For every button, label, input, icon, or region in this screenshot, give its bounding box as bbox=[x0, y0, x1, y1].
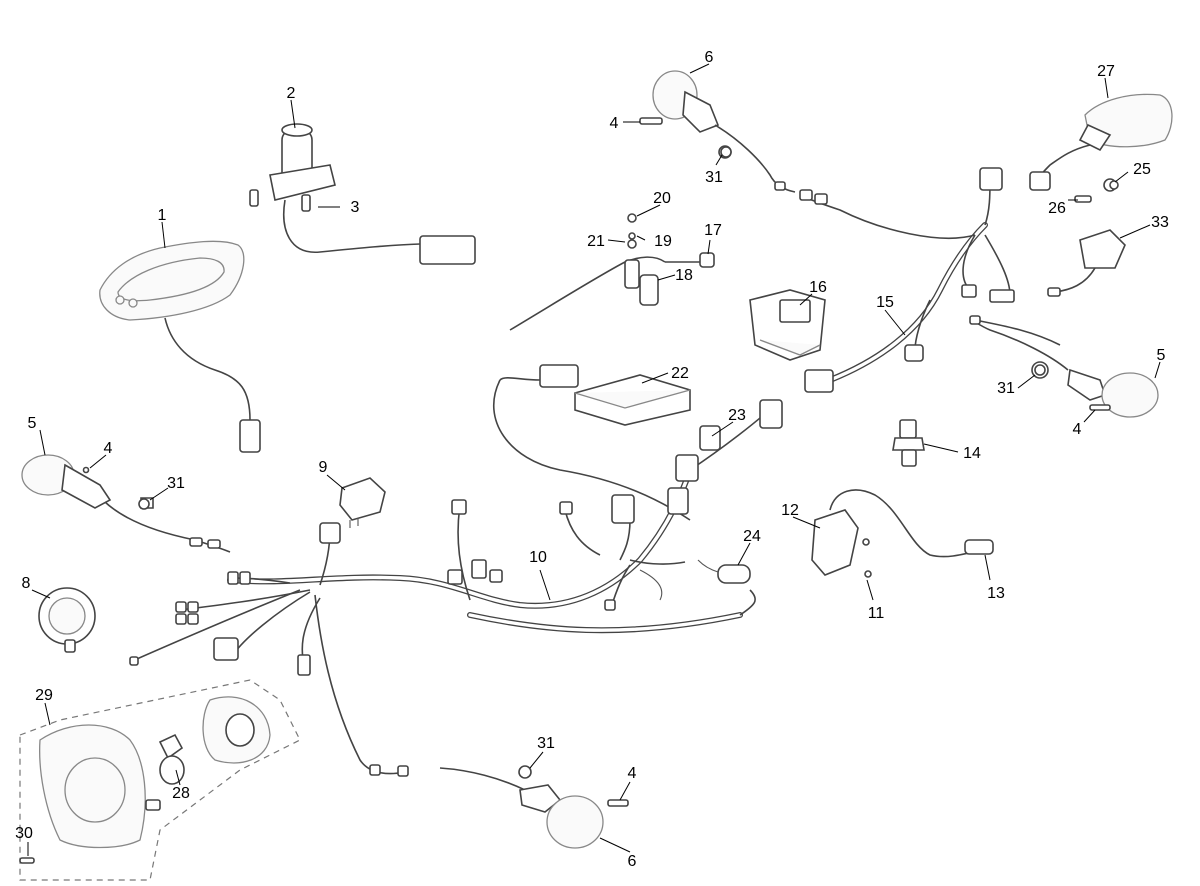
callout-22: 22 bbox=[671, 365, 689, 382]
callout-29: 29 bbox=[35, 687, 53, 704]
callout-31-right: 31 bbox=[997, 380, 1015, 397]
headlight-assembly bbox=[19, 679, 301, 881]
rear-wiring-harness bbox=[799, 167, 1061, 393]
callout-4-lower: 4 bbox=[628, 765, 637, 782]
ignition-coil bbox=[811, 489, 994, 578]
callout-19: 19 bbox=[654, 233, 672, 250]
callout-20: 20 bbox=[653, 190, 671, 207]
harness-connectors bbox=[129, 399, 783, 777]
callout-6-upper: 6 bbox=[705, 49, 714, 66]
ecu-module bbox=[539, 364, 691, 426]
callout-1: 1 bbox=[158, 207, 167, 224]
turn-indicator-front-left bbox=[21, 454, 231, 553]
callout-18: 18 bbox=[675, 267, 693, 284]
callout-30: 30 bbox=[15, 825, 33, 842]
callout-12: 12 bbox=[781, 502, 799, 519]
leader-lines bbox=[27, 63, 1161, 856]
instrument-cluster bbox=[99, 240, 261, 453]
ignition-switch bbox=[249, 123, 476, 265]
callout-31-left: 31 bbox=[167, 475, 185, 492]
callout-16: 16 bbox=[809, 279, 827, 296]
relay bbox=[339, 477, 386, 528]
callout-31-upper: 31 bbox=[705, 169, 723, 186]
oil-pressure-switch bbox=[892, 419, 925, 467]
callout-2: 2 bbox=[287, 85, 296, 102]
callout-24: 24 bbox=[743, 528, 761, 545]
tail-light bbox=[1029, 93, 1173, 203]
callout-4-right: 4 bbox=[1073, 421, 1082, 438]
callout-25: 25 bbox=[1133, 161, 1151, 178]
callout-10: 10 bbox=[529, 549, 547, 566]
turn-indicator-upper bbox=[639, 70, 796, 193]
callout-17: 17 bbox=[704, 222, 722, 239]
misc-fasteners bbox=[138, 146, 1119, 510]
callout-14: 14 bbox=[963, 445, 981, 462]
turn-indicator-rear-right bbox=[969, 315, 1159, 418]
callout-13: 13 bbox=[987, 585, 1005, 602]
callout-27: 27 bbox=[1097, 63, 1115, 80]
callout-33: 33 bbox=[1151, 214, 1169, 231]
callout-5-right: 5 bbox=[1157, 347, 1166, 364]
callout-11: 11 bbox=[868, 605, 885, 622]
control-unit-bracket bbox=[749, 289, 826, 361]
callout-9: 9 bbox=[319, 459, 328, 476]
callout-15: 15 bbox=[876, 294, 894, 311]
callout-labels: 1 2 3 4 6 31 27 25 26 33 5 31 4 5 4 31 8… bbox=[15, 49, 1169, 870]
turn-indicator-lower bbox=[439, 765, 629, 849]
callout-3: 3 bbox=[351, 199, 360, 216]
callout-8: 8 bbox=[22, 575, 31, 592]
callout-5-left: 5 bbox=[28, 415, 37, 432]
callout-4-left: 4 bbox=[104, 440, 113, 457]
horn bbox=[38, 587, 96, 653]
callout-28: 28 bbox=[172, 785, 190, 802]
callout-31-lower: 31 bbox=[537, 735, 555, 752]
capacitor bbox=[697, 559, 751, 584]
callout-6-lower: 6 bbox=[628, 853, 637, 870]
license-plate-light bbox=[1047, 229, 1126, 297]
callout-4-upper: 4 bbox=[610, 115, 619, 132]
callout-26: 26 bbox=[1048, 200, 1066, 217]
main-wiring-harness bbox=[129, 377, 781, 775]
speed-sensor bbox=[509, 213, 715, 331]
callout-21: 21 bbox=[587, 233, 605, 250]
callout-23: 23 bbox=[728, 407, 746, 424]
